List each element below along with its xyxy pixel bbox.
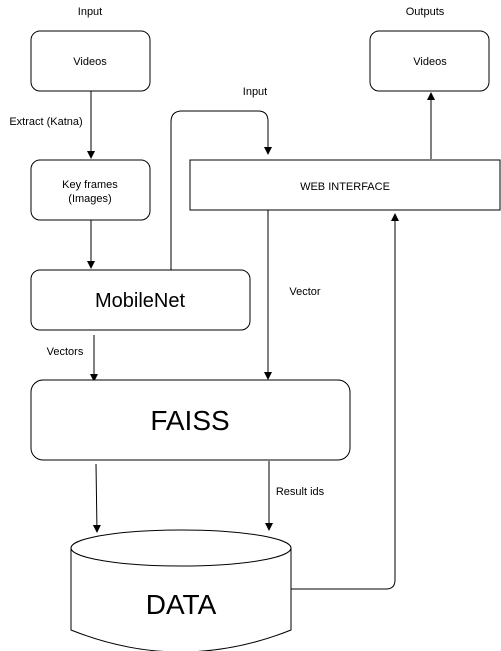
- arrow-mobilenet-to-web: [170, 110, 272, 270]
- web-interface-label: WEB INTERFACE: [300, 181, 390, 193]
- input-top-label: Input: [78, 6, 102, 18]
- input-web-label: Input: [243, 86, 267, 98]
- vectors-label: Vectors: [47, 346, 84, 358]
- keyframes-label-line1: Key frames: [62, 179, 118, 191]
- keyframes-box: [30, 159, 151, 221]
- input-videos-label: Videos: [73, 56, 107, 68]
- mobilenet-label: MobileNet: [95, 290, 185, 312]
- outputs-top-label: Outputs: [406, 6, 445, 18]
- input-videos-box: [30, 30, 151, 92]
- mobilenet-box: [30, 269, 251, 331]
- faiss-box: [30, 379, 351, 461]
- data-cylinder: [70, 529, 292, 651]
- extract-label: Extract (Katna): [9, 116, 82, 128]
- arrow-faiss-to-data-left: [92, 463, 101, 533]
- output-videos-box: [369, 30, 490, 92]
- faiss-label: FAISS: [150, 405, 229, 436]
- result-ids-label: Result ids: [276, 486, 325, 498]
- data-label: DATA: [146, 589, 217, 620]
- web-interface-box: [189, 159, 501, 211]
- arrow-data-to-web: [291, 213, 399, 590]
- vector-label: Vector: [289, 286, 321, 298]
- keyframes-label-line2: (Images): [68, 193, 111, 205]
- output-videos-label: Videos: [413, 56, 447, 68]
